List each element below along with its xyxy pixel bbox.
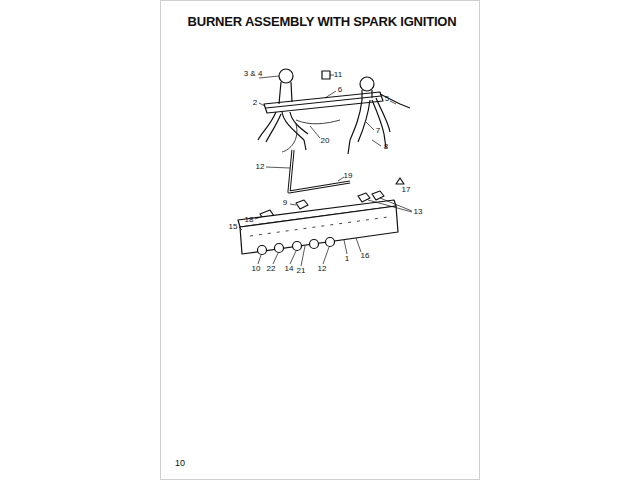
page-border [161, 1, 480, 480]
leader-lines [239, 75, 412, 266]
callout-number: 17 [402, 186, 411, 194]
callout-number: 3 & 4 [244, 70, 263, 78]
callout-number: 14 [285, 265, 294, 273]
callout-number: 9 [283, 199, 287, 207]
callout-number: 12 [256, 163, 265, 171]
callout-number: 1 [345, 255, 349, 263]
callout-number: 16 [361, 252, 370, 260]
callout-number: 20 [321, 137, 330, 145]
callout-number: 19 [344, 172, 353, 180]
callout-number: 11 [334, 71, 342, 79]
page-number: 10 [175, 459, 185, 468]
callout-number: 8 [384, 143, 388, 151]
callout-number: 18 [245, 216, 254, 224]
diagram-title: BURNER ASSEMBLY WITH SPARK IGNITION [188, 15, 457, 28]
callout-number: 22 [267, 265, 276, 273]
callout-number: 12 [318, 265, 327, 273]
callout-number: 7 [376, 127, 380, 135]
callout-number: 15 [229, 223, 238, 231]
callout-number: 6 [338, 86, 342, 94]
callout-number: 5 [385, 95, 389, 103]
callout-number: 10 [252, 265, 261, 273]
callout-number: 2 [253, 99, 257, 107]
callout-number: 13 [414, 208, 423, 216]
callout-number: 21 [297, 267, 306, 275]
